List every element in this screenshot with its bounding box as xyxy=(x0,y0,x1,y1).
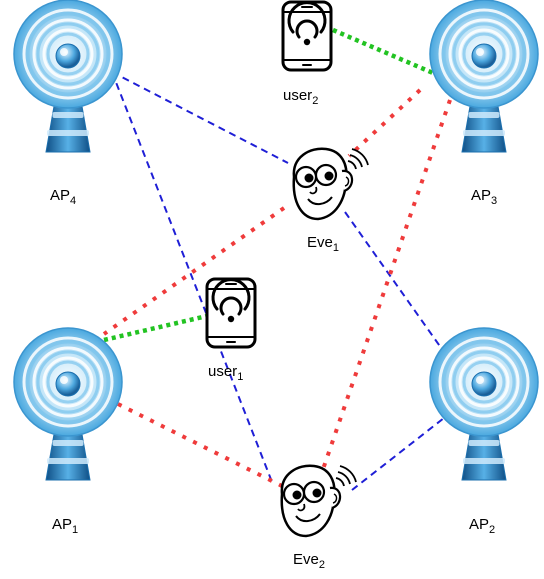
nodes-layer xyxy=(13,0,539,538)
link-ap4-eve1 xyxy=(111,71,289,164)
label-ap4: AP4 xyxy=(50,187,76,207)
label-ap4-name: AP xyxy=(50,187,71,204)
label-eve1-name: Eve xyxy=(307,234,333,251)
user2-smartphone-wifi-icon xyxy=(281,0,333,72)
link-eve1-ap1 xyxy=(102,206,286,336)
label-ap4-sub: 4 xyxy=(70,195,77,207)
label-ap2-name: AP xyxy=(469,516,490,533)
link-ap1-eve2 xyxy=(117,402,291,492)
link-ap1-user1 xyxy=(103,313,208,343)
label-ap1-name: AP xyxy=(52,516,73,533)
user1-smartphone-wifi-icon xyxy=(205,277,257,349)
ap2-antenna-tower-icon xyxy=(429,327,539,481)
label-user1: user1 xyxy=(208,363,243,383)
label-user1-name: user xyxy=(208,363,238,380)
label-user2: user2 xyxy=(283,87,318,107)
eve1-eavesdropper-face-icon xyxy=(292,147,369,221)
label-ap3-sub: 3 xyxy=(491,195,498,207)
label-eve2: Eve2 xyxy=(293,551,325,571)
label-ap3-name: AP xyxy=(471,187,492,204)
label-eve1: Eve1 xyxy=(307,234,339,254)
label-user2-sub: 2 xyxy=(312,95,319,107)
label-ap3: AP3 xyxy=(471,187,497,207)
label-eve2-name: Eve xyxy=(293,551,319,568)
links-layer xyxy=(102,27,452,492)
label-user1-sub: 1 xyxy=(237,371,244,383)
link-eve2-ap2 xyxy=(351,417,445,491)
label-ap2: AP2 xyxy=(469,516,495,536)
label-eve2-sub: 2 xyxy=(318,559,325,571)
label-ap1-sub: 1 xyxy=(72,524,79,536)
link-user2-ap3 xyxy=(332,27,441,79)
label-eve1-sub: 1 xyxy=(332,242,339,254)
link-eve1-ap2 xyxy=(344,211,445,353)
link-ap3-eve1 xyxy=(347,88,422,158)
ap4-antenna-tower-icon xyxy=(13,0,123,153)
eve2-eavesdropper-face-icon xyxy=(280,464,357,538)
label-ap1: AP1 xyxy=(52,516,78,536)
ap1-antenna-tower-icon xyxy=(13,327,123,481)
ap3-antenna-tower-icon xyxy=(429,0,539,153)
label-ap2-sub: 2 xyxy=(489,524,496,536)
link-ap4-eve2 xyxy=(111,71,273,483)
label-user2-name: user xyxy=(283,87,313,104)
